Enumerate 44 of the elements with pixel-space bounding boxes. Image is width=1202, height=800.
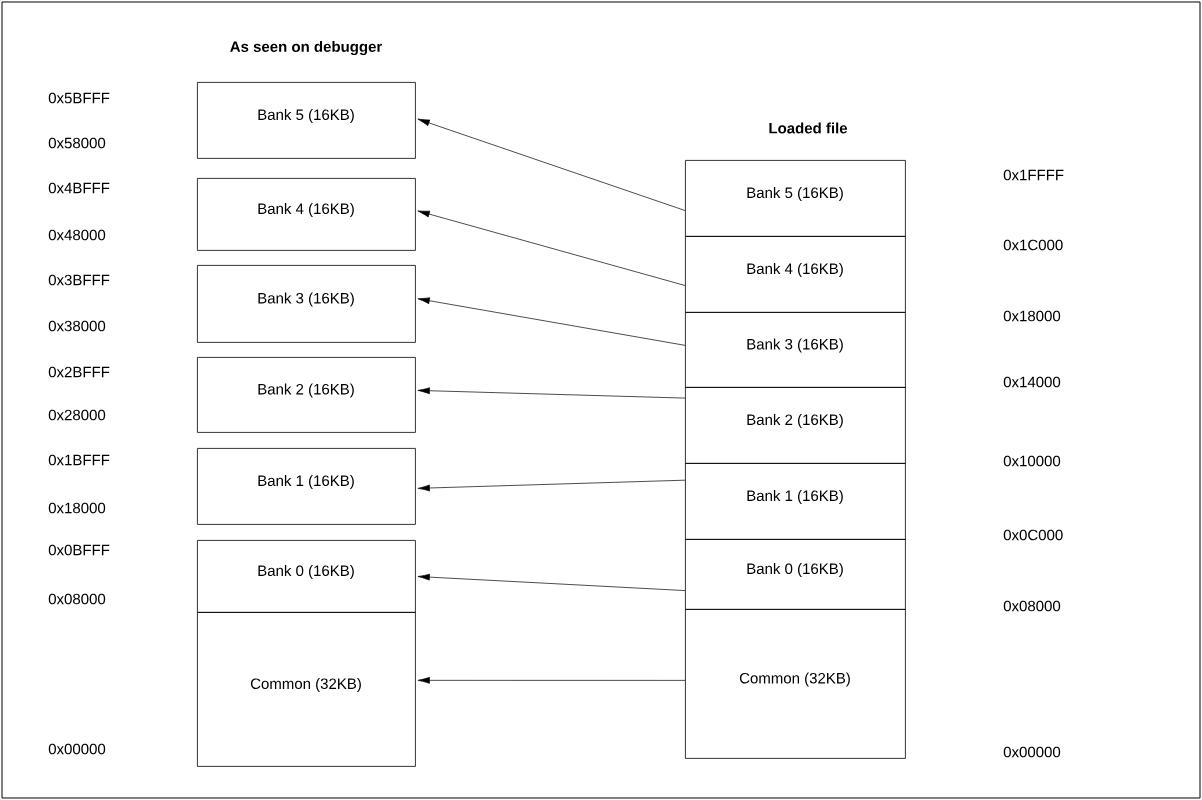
address-label: 0x08000 <box>1003 600 1061 612</box>
memory-bank-box: Common (32KB) <box>685 609 906 759</box>
column-heading: As seen on debugger <box>230 41 383 56</box>
address-label: 0x08000 <box>48 593 106 605</box>
memory-bank-box: Bank 1 (16KB) <box>685 463 906 540</box>
memory-bank-box: Bank 4 (16KB) <box>197 178 416 251</box>
address-label: 0x58000 <box>48 137 106 149</box>
address-label: 0x3BFFF <box>48 274 110 286</box>
address-label: 0x48000 <box>48 229 106 241</box>
arrow <box>417 297 686 346</box>
memory-bank-box: Bank 5 (16KB) <box>197 82 416 159</box>
arrow <box>417 573 686 591</box>
address-label: 0x1BFFF <box>48 454 110 466</box>
address-label: 0x14000 <box>1003 376 1061 388</box>
address-label: 0x18000 <box>1003 310 1061 322</box>
arrow <box>417 210 686 286</box>
address-label: 0x00000 <box>48 743 106 755</box>
arrow <box>417 387 686 399</box>
address-label: 0x1C000 <box>1003 239 1063 251</box>
memory-bank-box: Bank 0 (16KB) <box>685 539 906 610</box>
address-label: 0x1FFFF <box>1003 169 1064 181</box>
memory-bank-box: Bank 3 (16KB) <box>685 312 906 388</box>
memory-bank-box: Bank 2 (16KB) <box>197 357 416 433</box>
column-heading: Loaded file <box>769 122 848 134</box>
memory-bank-box: Bank 3 (16KB) <box>197 265 416 343</box>
address-label: 0x4BFFF <box>48 182 110 194</box>
memory-bank-box: Common (32KB) <box>197 612 416 767</box>
memory-bank-box: Bank 5 (16KB) <box>685 160 906 237</box>
address-label: 0x38000 <box>48 320 106 332</box>
arrow <box>417 118 686 211</box>
address-label: 0x10000 <box>1003 455 1061 467</box>
memory-bank-box: Bank 4 (16KB) <box>685 236 906 313</box>
arrow <box>417 677 686 684</box>
memory-bank-box: Bank 0 (16KB) <box>197 540 416 613</box>
memory-bank-box: Bank 2 (16KB) <box>685 387 906 464</box>
address-label: 0x28000 <box>48 409 106 421</box>
arrow <box>417 479 686 492</box>
address-label: 0x2BFFF <box>48 366 110 378</box>
address-label: 0x5BFFF <box>48 92 110 104</box>
memory-bank-box: Bank 1 (16KB) <box>197 448 416 525</box>
address-label: 0x18000 <box>48 502 106 514</box>
address-label: 0x0C000 <box>1003 529 1063 541</box>
address-label: 0x0BFFF <box>48 544 110 556</box>
address-label: 0x00000 <box>1003 746 1061 758</box>
